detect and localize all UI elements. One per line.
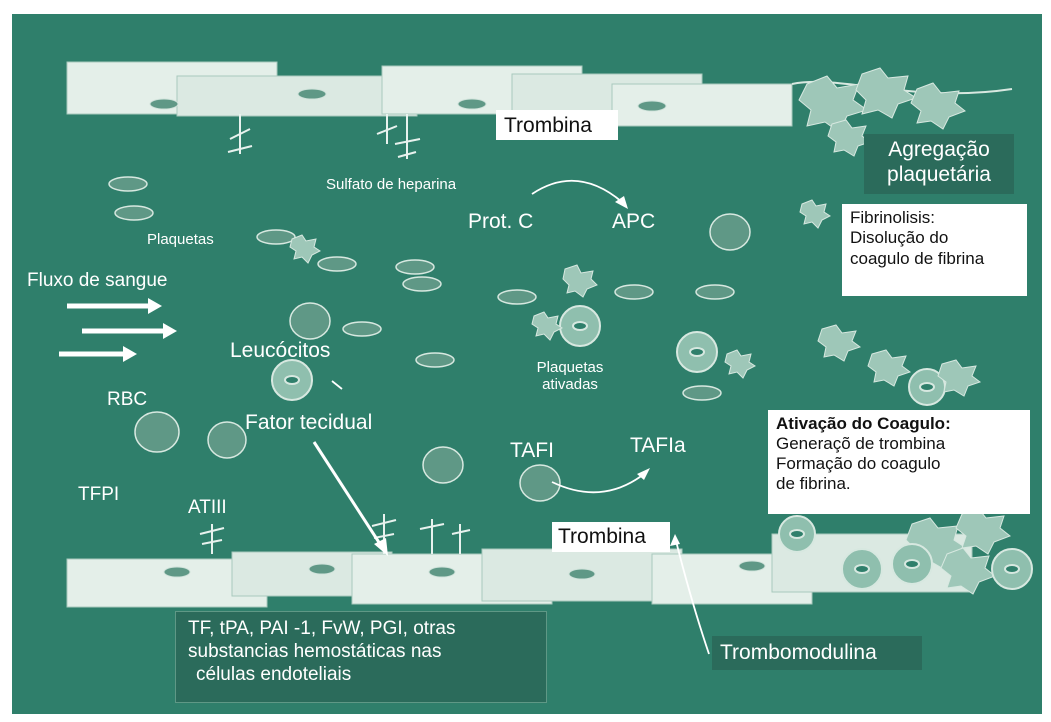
fibrinolisis-line3: coagulo de fibrina bbox=[850, 249, 1019, 269]
heparan-branches-top bbox=[228, 114, 420, 159]
fator-tecidual-label: Fator tecidual bbox=[245, 411, 372, 435]
prot-c-label: Prot. C bbox=[468, 210, 533, 234]
endothelial-line2: substancias hemostáticas nas bbox=[188, 641, 534, 664]
atiii-label: ATIII bbox=[188, 497, 227, 519]
tfpi-label: TFPI bbox=[78, 484, 119, 506]
endothelial-line3: células endoteliais bbox=[188, 664, 534, 687]
fibrinolisis-line1: Fibrinolisis: bbox=[850, 208, 1019, 228]
trombina-top-label: Trombina bbox=[496, 110, 618, 140]
agregacao-box: Agregação plaquetária bbox=[864, 134, 1014, 194]
trombina-bottom-label: Trombina bbox=[552, 522, 670, 552]
heparan-branches-bottom bbox=[200, 514, 470, 554]
sulfato-label: Sulfato de heparina bbox=[326, 176, 456, 193]
coagulation-diagram: Trombina Agregação plaquetária Fibrinoli… bbox=[12, 14, 1042, 714]
plaquetas-ativadas-label: Plaquetas ativadas bbox=[520, 359, 620, 394]
flow-arrows bbox=[59, 298, 177, 362]
plaquetas-ativadas-line1: Plaquetas bbox=[520, 359, 620, 376]
fibrinolisis-line2: Disolução do bbox=[850, 228, 1019, 248]
fluxo-label: Fluxo de sangue bbox=[27, 270, 168, 292]
fibrinolisis-box: Fibrinolisis: Disolução do coagulo de fi… bbox=[842, 204, 1027, 296]
ativacao-line2: Formação do coagulo bbox=[776, 454, 1022, 474]
ativacao-line1: Generaçõ de trombina bbox=[776, 434, 1022, 454]
apc-label: APC bbox=[612, 210, 655, 234]
trombomodulina-label: Trombomodulina bbox=[712, 636, 922, 670]
plaquetas-label: Plaquetas bbox=[147, 231, 214, 248]
agregacao-line1: Agregação bbox=[874, 137, 1004, 162]
bottom-vessel-wall bbox=[67, 534, 972, 607]
rbc-label: RBC bbox=[107, 389, 147, 411]
endothelial-line1: TF, tPA, PAI -1, FvW, PGI, otras bbox=[188, 618, 534, 641]
agregacao-line2: plaquetária bbox=[874, 162, 1004, 187]
tafia-label: TAFIa bbox=[630, 434, 686, 458]
tafi-label: TAFI bbox=[510, 439, 554, 463]
leucocitos-label: Leucócitos bbox=[230, 339, 330, 363]
ativacao-line3: de fibrina. bbox=[776, 474, 1022, 494]
plaquetas-ativadas-line2: ativadas bbox=[520, 376, 620, 393]
ativacao-box: Ativação do Coagulo: Generaçõ de trombin… bbox=[768, 410, 1030, 514]
ativacao-title: Ativação do Coagulo: bbox=[776, 414, 1022, 434]
endothelial-box: TF, tPA, PAI -1, FvW, PGI, otras substan… bbox=[175, 611, 547, 703]
